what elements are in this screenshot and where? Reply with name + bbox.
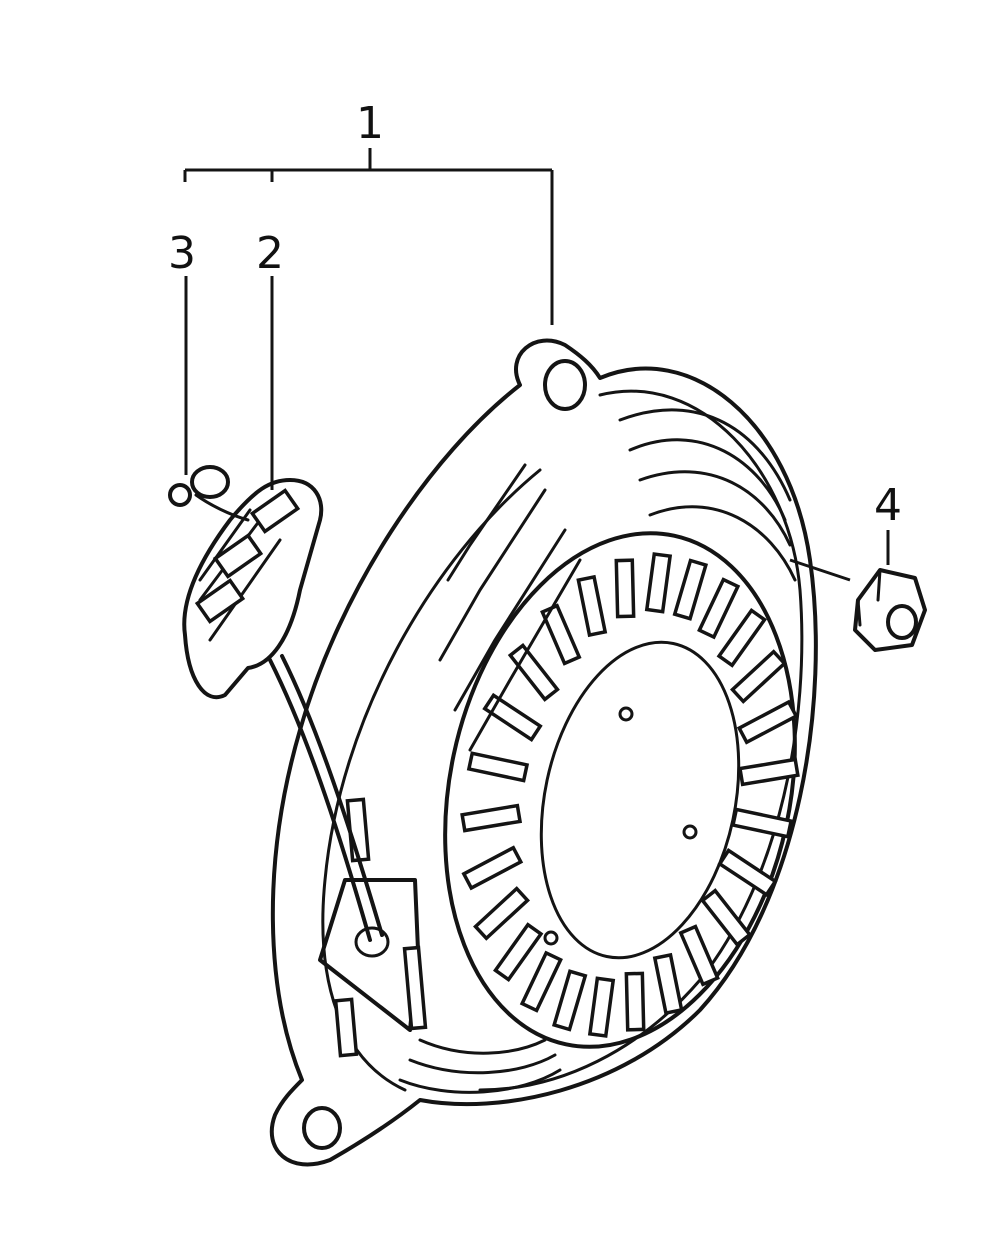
cover-slot	[507, 642, 560, 702]
cover-slot	[644, 552, 673, 614]
callout-2-label: 2	[256, 228, 284, 279]
hex-nut	[853, 568, 927, 652]
cover-slot	[519, 950, 563, 1013]
cover-slot	[624, 971, 646, 1032]
leader-lines	[183, 148, 890, 582]
cover-slot	[678, 924, 720, 987]
leader-bracket-1	[183, 148, 554, 325]
starter-grip	[182, 478, 324, 699]
cover-slot	[576, 574, 608, 638]
recoil-starter-housing	[269, 338, 818, 1167]
cover-slot	[652, 952, 684, 1016]
cover-slot	[540, 603, 582, 666]
cover-slot	[466, 751, 530, 783]
cover-slot	[672, 558, 709, 621]
cover-slot	[737, 757, 800, 787]
cover-slot	[697, 577, 741, 640]
cover-slot	[614, 558, 636, 619]
rope-guide	[318, 797, 428, 1058]
leader-4	[789, 530, 890, 582]
cover-slot	[736, 699, 799, 745]
callout-1-label: 1	[356, 98, 384, 149]
callout-3-label: 3	[168, 228, 196, 279]
starter-rope	[268, 654, 384, 942]
callout-4-label: 4	[874, 480, 902, 531]
cover-slot	[730, 649, 787, 704]
housing-fins	[398, 408, 797, 1094]
cover-slot	[460, 803, 523, 833]
cover-slot	[461, 845, 524, 891]
cover-slot	[700, 888, 753, 948]
cover-slot	[730, 807, 794, 839]
cover-slot	[482, 692, 543, 742]
cover-slot	[716, 607, 767, 668]
cover-slot	[717, 848, 778, 898]
cover-slot	[551, 969, 588, 1032]
cover-slots	[460, 552, 800, 1038]
cover-slot	[493, 922, 544, 983]
cover-slot	[587, 976, 616, 1038]
rope-clip	[168, 465, 250, 522]
cover-slot	[473, 886, 530, 941]
